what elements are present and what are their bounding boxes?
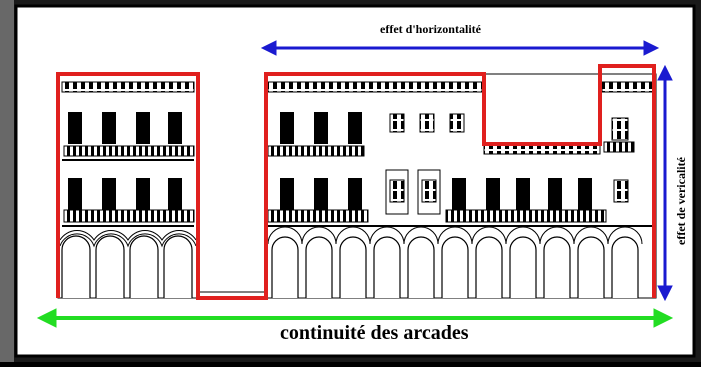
upper-windows — [68, 112, 182, 144]
right-building — [265, 73, 657, 299]
right-middle-balcony-b — [445, 209, 607, 223]
verticality-arrow — [657, 64, 673, 302]
silhouette-outline — [56, 64, 656, 300]
right-upper-balcony — [267, 145, 365, 157]
right-middle-balcony-a — [267, 209, 369, 223]
left-arcades — [61, 235, 193, 298]
horizontality-arrow — [260, 40, 660, 56]
right-upper-windows — [280, 112, 629, 144]
verticality-label: effet de vericalité — [674, 157, 688, 245]
left-building — [57, 73, 199, 299]
main-cornice — [267, 81, 483, 93]
middle-windows — [68, 178, 182, 210]
upper-balcony — [63, 145, 195, 157]
cornice-frieze — [61, 81, 195, 93]
middle-balcony — [63, 209, 195, 223]
arcades-label: continuité des arcades — [280, 322, 469, 344]
arcades-arrow — [36, 308, 674, 328]
tower-cornice — [601, 81, 655, 93]
right-arcades — [271, 236, 639, 298]
horizontality-label: effet d'horizontalité — [380, 22, 481, 36]
right-middle-windows — [280, 169, 629, 215]
